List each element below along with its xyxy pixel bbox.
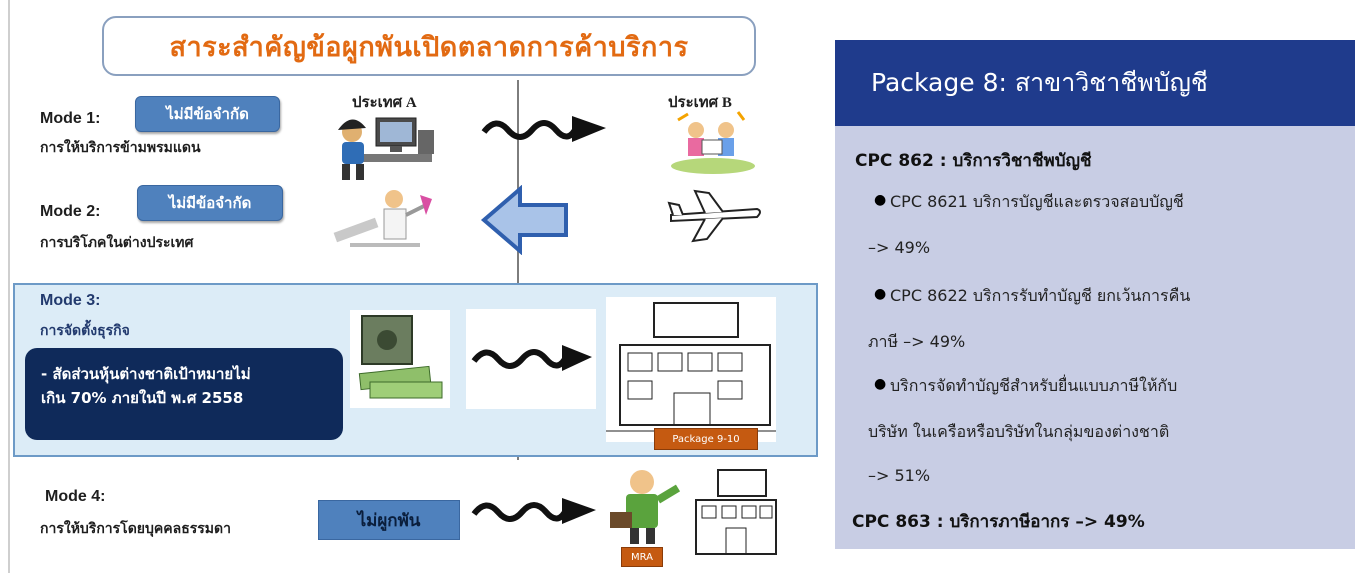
bullet-icon: ● [874, 376, 887, 392]
tax-filing-line2: บริษัท ในเครือหรือบริษัทในกลุ่มของต่างชา… [868, 422, 1170, 441]
slide-title-box: สาระสำคัญข้อผูกพันเปิดตลาดการค้าบริการ [102, 16, 756, 76]
building-icon [695, 469, 777, 555]
slide-left-border [8, 0, 10, 573]
country-a-label: ประเทศ A [352, 95, 417, 111]
mode4-description: การให้บริการโดยบุคคลธรรมดา [40, 522, 231, 537]
arrow-left-icon [480, 185, 568, 255]
person-at-computer-icon [338, 117, 434, 180]
cpc862-title: CPC 862 : บริการวิชาชีพบัญชี [855, 151, 1092, 171]
mode3-building-card [606, 297, 776, 442]
mode3-target-line2: เกิน 70% ภายในปี พ.ศ 2558 [41, 389, 244, 407]
country-b-label: ประเทศ B [668, 95, 732, 111]
mra-tag: MRA [621, 547, 663, 567]
mode4-badge: ไม่ผูกพัน [318, 500, 460, 540]
mode1-description: การให้บริการข้ามพรมแดน [40, 141, 201, 156]
package8-header: Package 8: สาขาวิชาชีพบัญชี [835, 40, 1355, 126]
mode3-title: Mode 3: [40, 292, 101, 309]
building-icon [606, 302, 776, 432]
mode3-target-box: - สัดส่วนหุ้นต่างชาติเป้าหมายไม่ เกิน 70… [25, 348, 343, 440]
mode3-description: การจัดตั้งธุรกิจ [40, 324, 130, 339]
mode1-title: Mode 1: [40, 110, 101, 127]
slide-title: สาระสำคัญข้อผูกพันเปิดตลาดการค้าบริการ [169, 31, 689, 63]
tax-filing-line1: บริการจัดทำบัญชีสำหรับยื่นแบบภาษีให้กับ [890, 376, 1178, 395]
mode3-arrow-card [466, 309, 596, 409]
tax-filing-line3: –> 51% [868, 466, 931, 485]
bullet-icon: ● [874, 192, 887, 208]
businessman-icon [610, 470, 681, 544]
mode3-target-line1: - สัดส่วนหุ้นต่างชาติเป้าหมายไม่ [41, 365, 251, 383]
safe-with-money-icon [358, 315, 443, 399]
cpc863-title: CPC 863 : บริการภาษีอากร –> 49% [852, 512, 1145, 532]
cpc8622-line2: ภาษี –> 49% [868, 332, 966, 351]
mode2-title: Mode 2: [40, 203, 101, 220]
cpc8621-line2: –> 49% [868, 238, 931, 257]
airplane-icon [667, 189, 761, 243]
mode3-image-card [350, 310, 450, 408]
mode2-badge: ไม่มีข้อจำกัด [137, 185, 283, 221]
cpc8622-line1: CPC 8622 บริการรับทำบัญชี ยกเว้นการคืน [890, 286, 1191, 305]
wavy-arrow-right-icon [471, 498, 596, 524]
mode4-title: Mode 4: [45, 488, 106, 505]
bullet-icon: ● [874, 286, 887, 302]
mode1-badge: ไม่มีข้อจำกัด [135, 96, 280, 132]
country-divider-line [517, 80, 519, 460]
package-9-10-tag: Package 9-10 [654, 428, 758, 450]
wavy-arrow-right-icon [481, 116, 606, 142]
cpc8621-line1: CPC 8621 บริการบัญชีและตรวจสอบบัญชี [890, 192, 1184, 211]
doctor-icon [333, 190, 432, 247]
wavy-arrow-right-icon [471, 345, 592, 371]
people-reading-icon [671, 111, 755, 174]
mode2-description: การบริโภคในต่างประเทศ [40, 236, 194, 251]
package8-header-title: Package 8: สาขาวิชาชีพบัญชี [871, 68, 1208, 97]
